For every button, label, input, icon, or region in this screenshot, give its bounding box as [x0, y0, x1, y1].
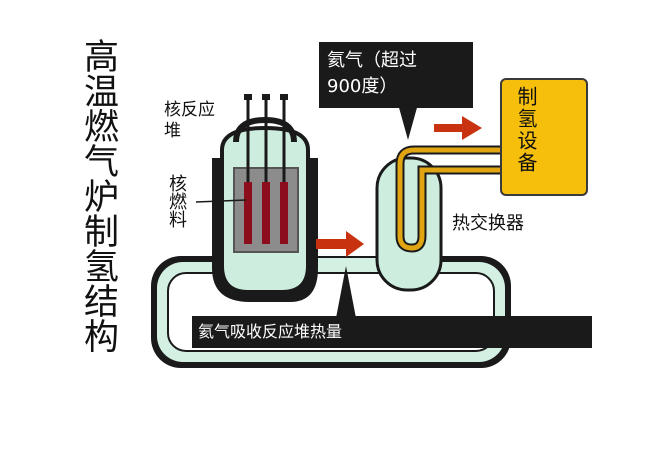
- hydrogen-equipment-label: 制氢设备: [514, 86, 538, 174]
- reactor-label: 核反应 堆: [164, 100, 215, 141]
- helium-temp-callout: 氦气（超过 900度）: [319, 42, 473, 108]
- helium-absorbs-label: 氦气吸收反应堆热量: [198, 322, 343, 341]
- helium-absorbs-bar: 氦气吸收反应堆热量: [192, 316, 592, 348]
- heat-exchanger-label: 热交换器: [452, 213, 524, 234]
- heat-exchanger-vessel: [375, 156, 443, 292]
- control-rod-cap: [244, 94, 252, 100]
- fuel-label: 核燃料: [166, 174, 187, 228]
- flow-arrow-right: [316, 231, 364, 257]
- helium-temp-line2: 900度）: [327, 76, 398, 97]
- flow-arrow-to-hydrogen: [434, 116, 482, 140]
- control-rod-cap: [280, 94, 288, 100]
- fuel-leader-line: [195, 199, 247, 203]
- connect-pipe: [300, 258, 390, 272]
- heat-callout-pointer: [336, 266, 356, 318]
- temp-callout-pointer: [398, 104, 418, 140]
- control-rod-cap: [262, 94, 270, 100]
- hydrogen-equipment-box: 制氢设备: [500, 78, 588, 196]
- fuel-rod: [280, 182, 288, 244]
- fuel-rod: [262, 182, 270, 244]
- page-title: 高温燃气炉制氢结构: [78, 38, 118, 353]
- hydrogen-pipe-fill: [397, 147, 500, 251]
- fuel-rod: [244, 182, 252, 244]
- helium-temp-line1: 氦气（超过: [327, 50, 417, 71]
